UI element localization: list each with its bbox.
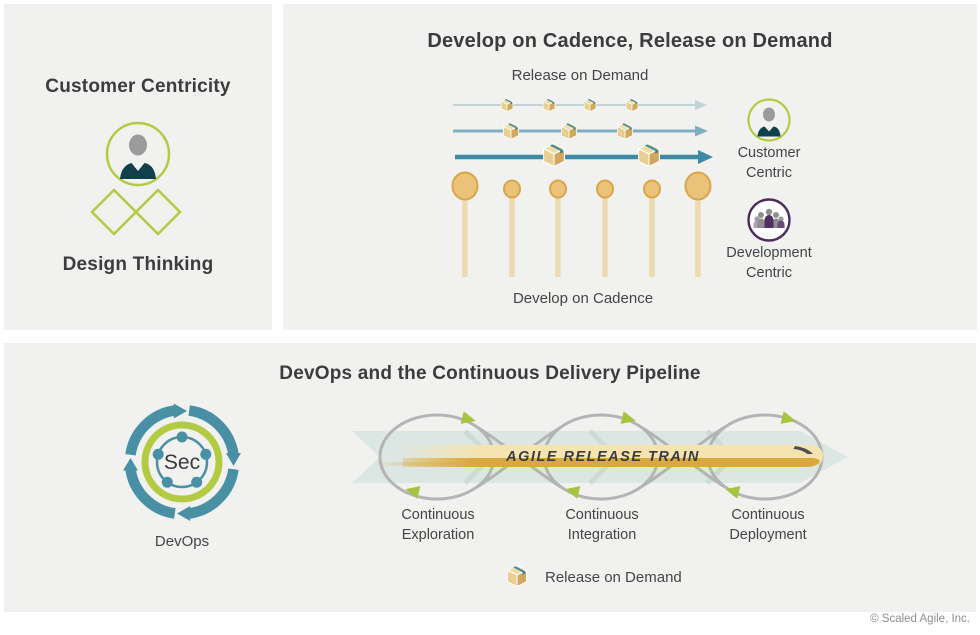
development-centric-icon [747, 198, 791, 242]
cadence-milestones [451, 171, 712, 277]
flow-arrowheads [405, 411, 796, 499]
develop-on-cadence-label: Develop on Cadence [512, 290, 654, 307]
double-diamond-icon [90, 188, 182, 236]
devops-pipeline-panel: DevOps and the Continuous Delivery Pipel… [4, 343, 976, 612]
customer-centricity-title: Customer Centricity [45, 76, 231, 97]
devops-panel-title: DevOps and the Continuous Delivery Pipel… [279, 363, 701, 384]
stage-continuous-exploration: Continuous Exploration [401, 507, 475, 543]
release-on-demand-label: Release on Demand [511, 67, 649, 84]
customer-centricity-panel: Customer Centricity Design Thinking [4, 4, 272, 330]
release-arrow-small [453, 100, 707, 110]
release-arrow-medium [453, 125, 708, 137]
agile-release-train-icon: AGILE RELEASE TRAIN [373, 445, 823, 467]
stage-continuous-deployment: Continuous Deployment [729, 507, 807, 543]
cadence-release-diagram [451, 98, 713, 277]
release-arrow-large [455, 150, 713, 164]
copyright-notice: © Scaled Agile, Inc. [870, 613, 970, 625]
release-on-demand-legend: Release on Demand [545, 569, 682, 586]
package-box-icon [507, 565, 527, 587]
customer-centric-icon [747, 98, 791, 142]
cadence-panel-title: Develop on Cadence, Release on Demand [427, 30, 833, 52]
devops-label: DevOps [154, 533, 210, 550]
agile-release-train-label: AGILE RELEASE TRAIN [505, 449, 700, 465]
sec-label: Sec [164, 451, 200, 474]
person-in-circle-icon [105, 121, 171, 187]
design-thinking-title: Design Thinking [62, 254, 214, 275]
devops-circular-arrows-icon: Sec [123, 403, 241, 521]
develop-on-cadence-panel: Develop on Cadence, Release on Demand Re… [283, 4, 977, 330]
customer-centric-label: Customer Centric [737, 145, 801, 181]
stage-continuous-integration: Continuous Integration [565, 507, 639, 543]
development-centric-label: Development Centric [726, 245, 812, 281]
infinity-loops-release-train: AGILE RELEASE TRAIN [352, 411, 848, 501]
